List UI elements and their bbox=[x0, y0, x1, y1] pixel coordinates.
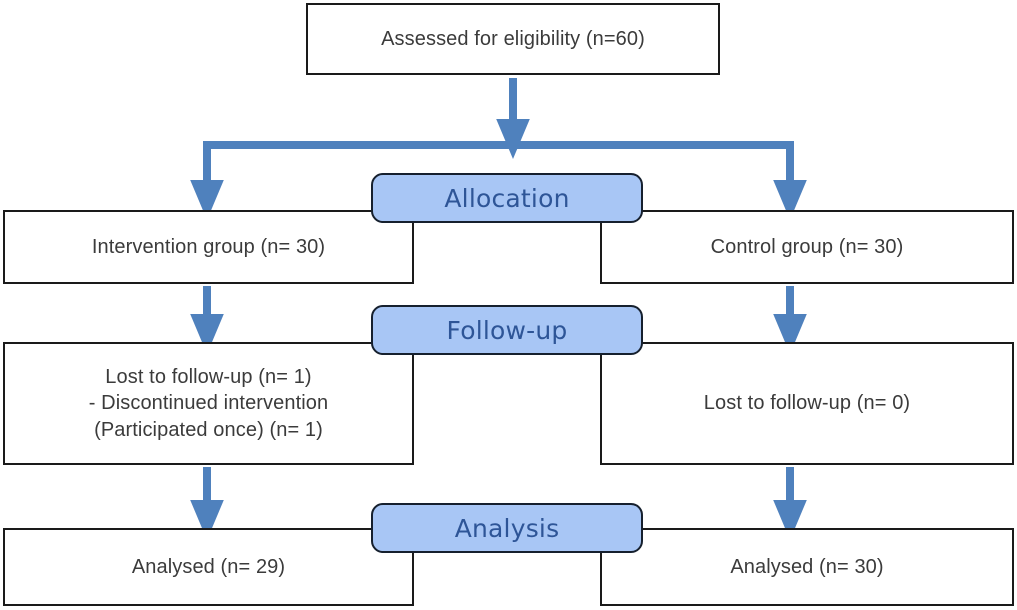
box-analysed-intervention-text: Analysed (n= 29) bbox=[131, 555, 286, 578]
box-analysed-control-text: Analysed (n= 30) bbox=[730, 555, 884, 578]
box-intervention-group: Intervention group (n= 30) bbox=[3, 210, 414, 284]
box-control-group-text: Control group (n= 30) bbox=[710, 235, 904, 258]
box-analysed-intervention: Analysed (n= 29) bbox=[3, 528, 414, 606]
box-followup-intervention-text: Lost to follow-up (n= 1) - Discontinued … bbox=[88, 365, 329, 441]
stage-badge-analysis-label: Analysis bbox=[454, 513, 560, 543]
stage-badge-followup-label: Follow-up bbox=[446, 315, 568, 345]
box-analysed-control: Analysed (n= 30) bbox=[600, 528, 1014, 606]
box-intervention-group-text: Intervention group (n= 30) bbox=[91, 235, 326, 258]
box-followup-intervention: Lost to follow-up (n= 1) - Discontinued … bbox=[3, 342, 414, 465]
stage-badge-analysis: Analysis bbox=[371, 503, 643, 553]
arrow-bus-to-control bbox=[513, 141, 807, 220]
stage-badge-allocation: Allocation bbox=[371, 173, 643, 223]
box-followup-control-text: Lost to follow-up (n= 0) bbox=[703, 392, 911, 415]
arrow-bus-to-intervention bbox=[190, 141, 513, 220]
box-control-group: Control group (n= 30) bbox=[600, 210, 1014, 284]
box-assessed-for-eligibility: Assessed for eligibility (n=60) bbox=[306, 3, 720, 75]
stage-badge-followup: Follow-up bbox=[371, 305, 643, 355]
box-assessed-text: Assessed for eligibility (n=60) bbox=[381, 27, 645, 50]
box-followup-control: Lost to follow-up (n= 0) bbox=[600, 342, 1014, 465]
stage-badge-allocation-label: Allocation bbox=[444, 183, 570, 213]
